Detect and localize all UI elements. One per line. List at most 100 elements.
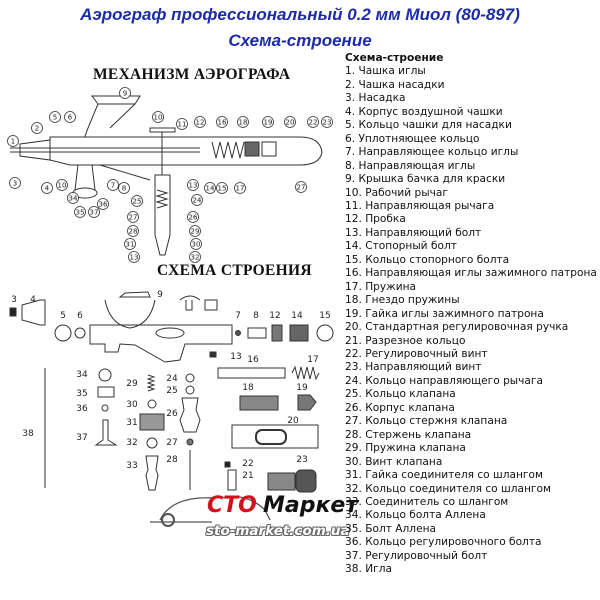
parts-list-item: 7. Направляющее кольцо иглы [345,146,519,159]
callout-number: 32 [191,254,200,262]
callout-circle [237,116,249,128]
parts-list-item: 6. Уплотняющее кольцо [345,132,480,145]
callout-number: 22 [309,119,318,127]
parts-list-item: 10. Рабочий рычаг [345,186,448,199]
mechanism-callout: 18 [237,116,249,128]
mechanism-callout: 26 [187,211,199,223]
parts-list-item: 13. Направляющий болт [345,226,482,239]
part-label: 20 [287,416,299,426]
mechanism-callout: 37 [88,206,100,218]
parts-list-item: 22. Регулировочный винт [345,347,488,360]
parts-list-item: 32. Кольцо соединителя со шлангом [345,482,551,495]
parts-list-item: 9. Крышка бачка для краски [345,173,506,186]
callout-number: 34 [69,195,78,203]
mechanism-callout: 34 [67,192,79,204]
callout-number: 24 [193,197,202,205]
part-label: 4 [30,295,36,305]
part-label: 24 [166,374,178,384]
callout-number: 13 [130,254,139,262]
callout-circle [88,206,100,218]
callout-number: 19 [264,119,273,127]
parts-list-item: 8. Направляющая иглы [345,159,476,172]
part-label: 12 [269,311,280,321]
part-label: 26 [166,409,178,419]
callout-circle [97,198,109,210]
mechanism-callout: 28 [127,225,139,237]
part-label: 5 [60,311,66,321]
part-label: 28 [166,455,178,465]
part-label: 15 [319,311,330,321]
callout-circle [216,182,228,194]
callout-number: 29 [191,228,200,236]
parts-list-item: 26. Корпус клапана [345,401,455,414]
parts-list-item: 1. Чашка иглы [345,65,426,78]
part-label: 8 [253,311,259,321]
callout-number: 37 [90,209,99,217]
mechanism-callout: 10 [56,179,68,191]
page-subtitle: Схема-строение [228,31,372,50]
parts-list-heading: Схема-строение [345,52,444,64]
callout-number: 5 [53,114,57,122]
mechanism-callout: 7 [107,179,119,191]
callout-circle [119,87,131,99]
callout-circle [127,225,139,237]
callout-circle [284,116,296,128]
part-label: 29 [126,379,138,389]
callout-number: 27 [129,214,138,222]
mechanism-callout: 13 [187,179,199,191]
callout-number: 13 [189,182,198,190]
callout-circle [64,111,76,123]
parts-list-item: 36. Кольцо регулировочного болта [345,536,542,549]
parts-list-item: 15. Кольцо стопорного болта [345,253,510,266]
callout-circle [49,111,61,123]
parts-list-item: 4. Корпус воздушной чашки [345,105,503,118]
part-label: 18 [242,383,254,393]
part-label: 33 [126,461,137,471]
mechanism-heading: МЕХАНИЗМ АЭРОГРАФА [93,66,291,83]
part-label: 32 [126,438,137,448]
mechanism-callout: 6 [64,111,76,123]
parts-list-item: 23. Направляющий винт [345,361,482,374]
callout-circle [41,182,53,194]
page-title: Аэрограф профессиональный 0.2 мм Миол (8… [80,5,520,24]
callout-number: 20 [286,119,295,127]
callout-number: 2 [35,125,39,133]
callout-circle [7,135,19,147]
callout-circle [118,182,130,194]
mechanism-callout: 8 [118,182,130,194]
mechanism-callout: 25 [131,195,143,207]
parts-list-item: 38. Игла [345,563,392,576]
mechanism-callout: 19 [262,116,274,128]
parts-list-item: 37. Регулировочный болт [345,549,488,562]
callout-circle [295,181,307,193]
callout-number: 10 [58,182,67,190]
callout-circle [31,122,43,134]
callout-number: 9 [123,90,127,98]
part-label: 25 [166,386,177,396]
callout-number: 11 [178,121,187,129]
part-label: 22 [242,459,253,469]
part-label: 16 [247,355,259,365]
callout-number: 35 [76,209,85,217]
parts-list-item: 27. Кольцо стержня клапана [345,415,508,428]
callout-circle [74,206,86,218]
mechanism-callout: 4 [41,182,53,194]
part-label: 19 [296,383,308,393]
callout-circle [107,179,119,191]
callout-circle [67,192,79,204]
callout-circle [189,225,201,237]
parts-list-item: 33. Соединитель со шлангом [345,495,509,508]
callout-number: 18 [239,119,248,127]
exploded-view [9,291,334,493]
parts-list-item: 2. Чашка насадки [345,78,445,91]
callout-number: 26 [189,214,198,222]
callout-number: 15 [218,185,227,193]
mechanism-callout: 16 [216,116,228,128]
parts-list-item: 35. Болт Аллена [345,522,436,535]
logo-url: sto-market.com.ua [206,523,350,539]
callout-number: 28 [129,228,138,236]
callout-number: 31 [126,241,135,249]
callout-number: 36 [99,201,108,209]
